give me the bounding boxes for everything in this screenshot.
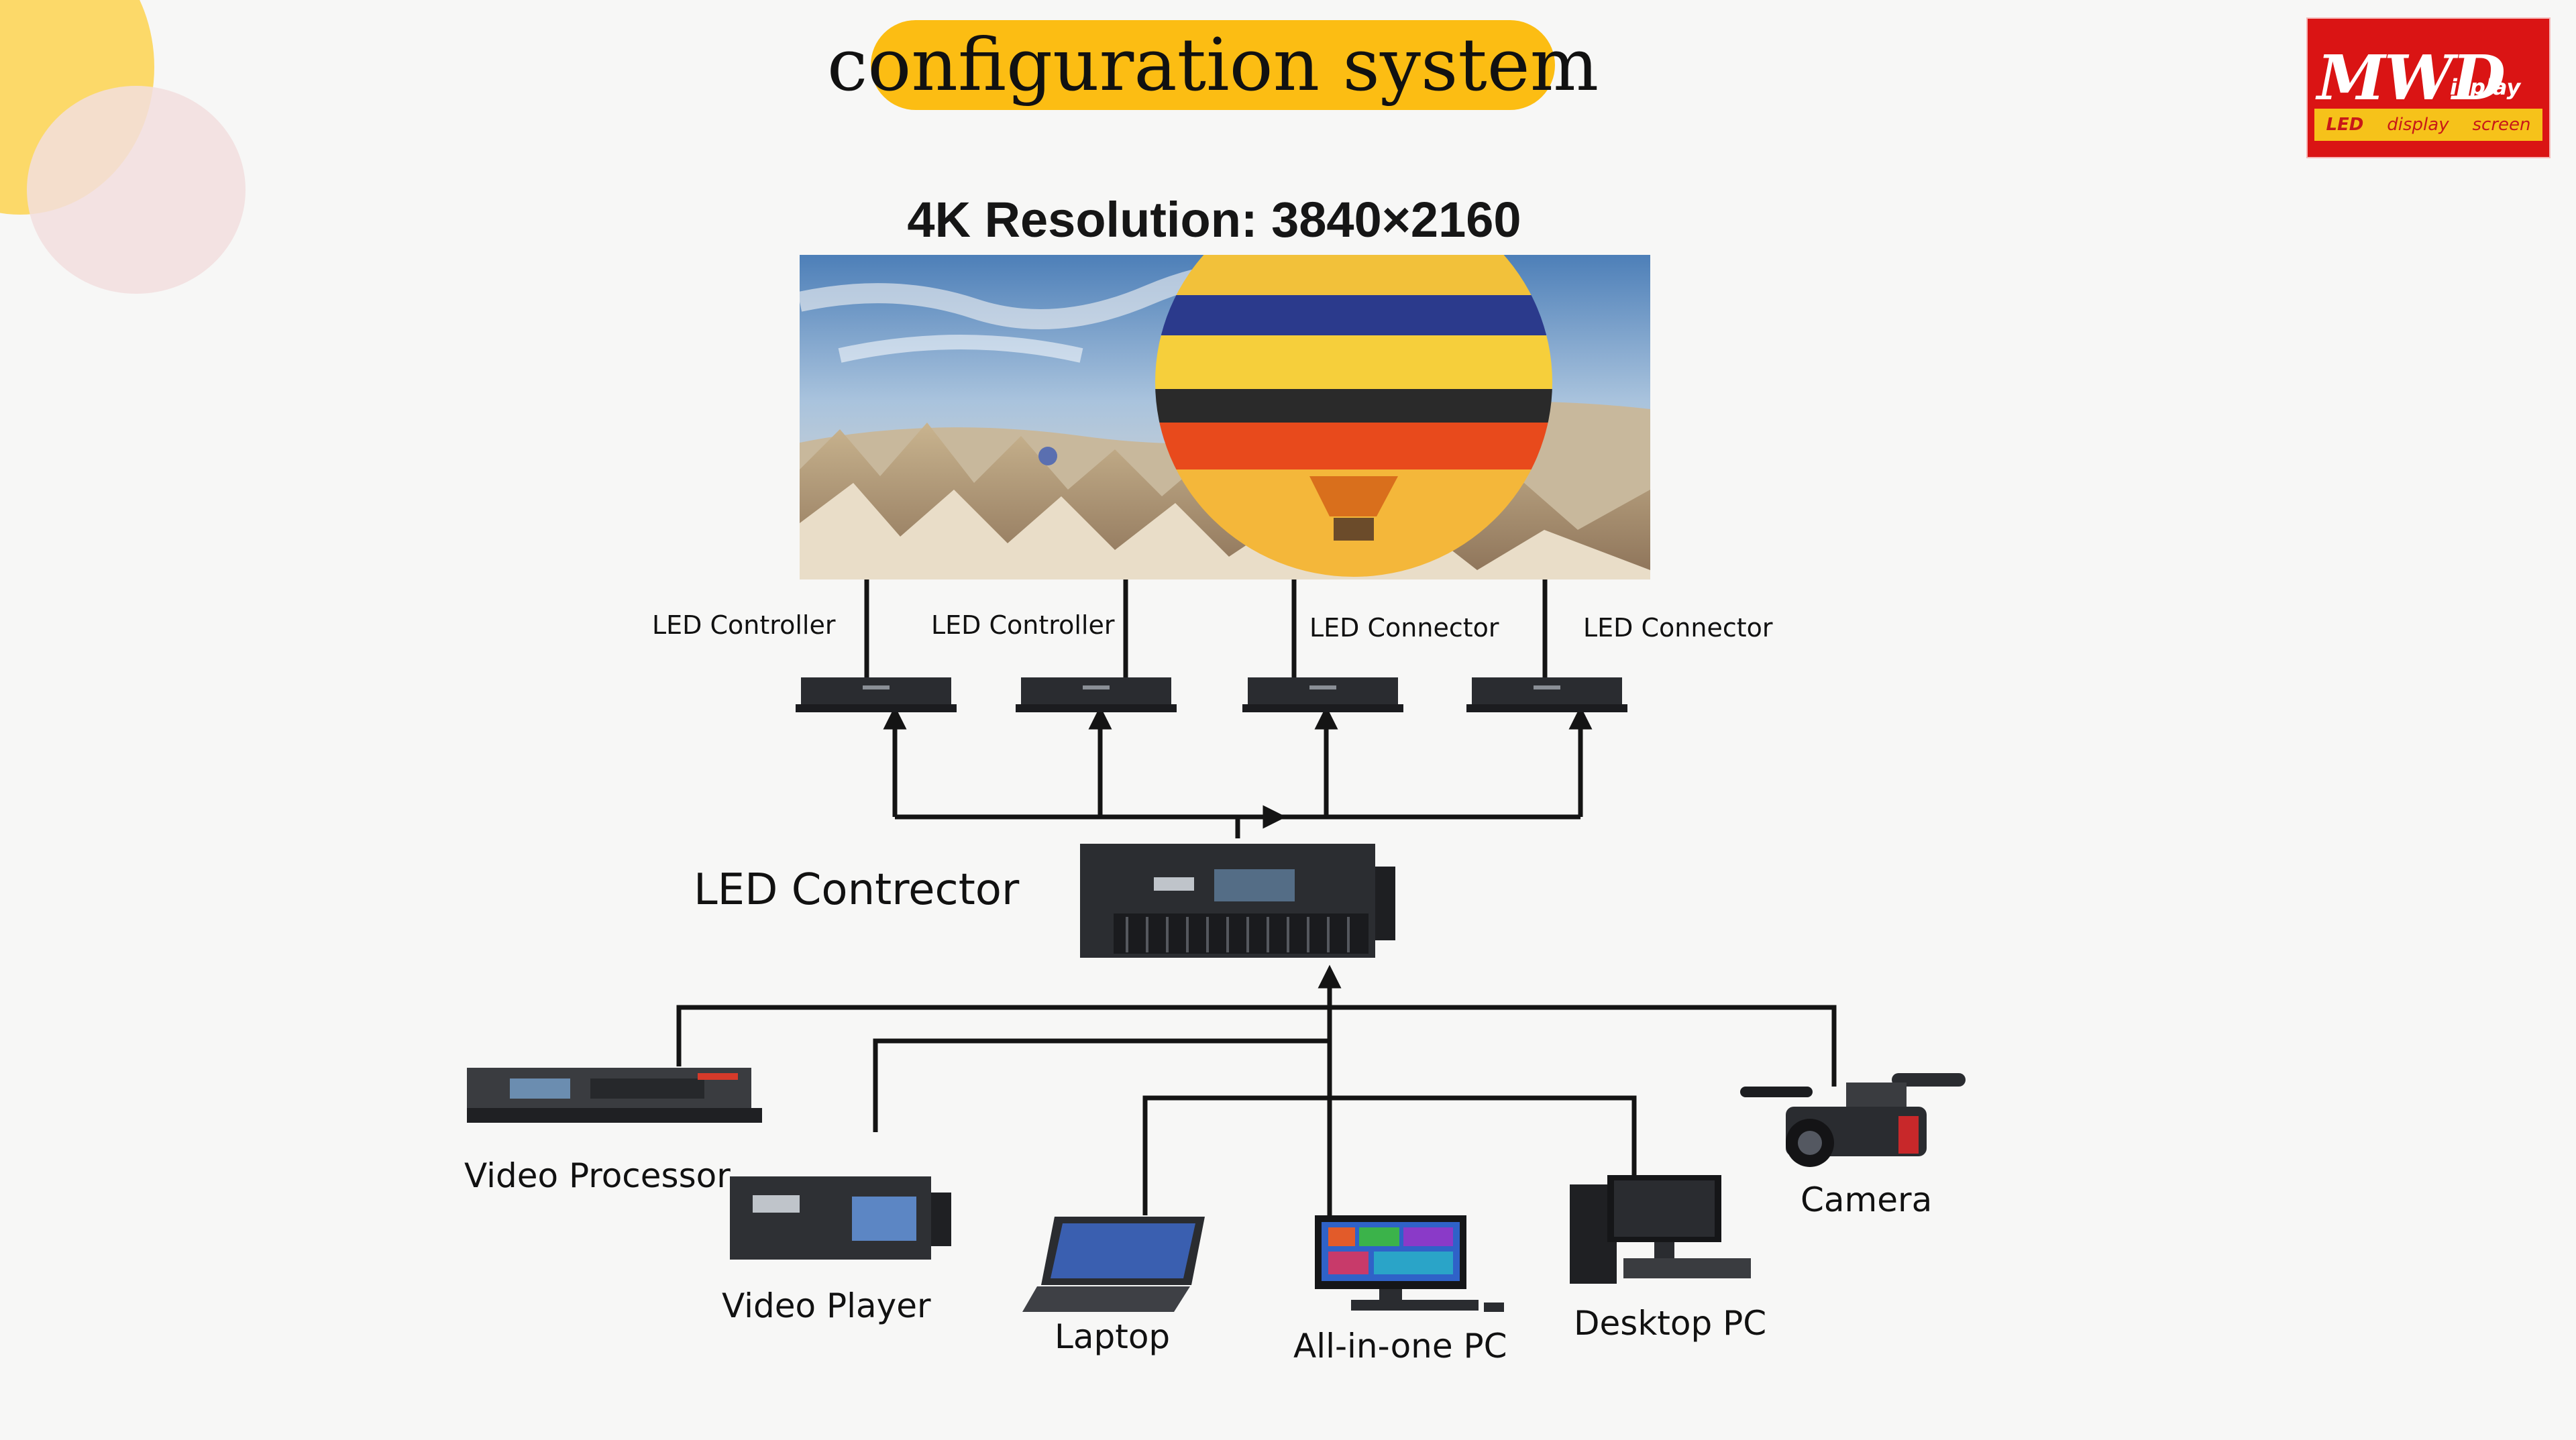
logo-tag-2: display — [2387, 115, 2449, 135]
all-in-one-pc-icon — [1315, 1215, 1504, 1312]
logo-tagline: LED display screen — [2314, 109, 2542, 141]
resolution-title: 4K Resolution: 3840×2160 — [907, 192, 1521, 247]
desktop-pc-icon — [1570, 1175, 1751, 1284]
video-processor-label: Video Processor — [464, 1156, 731, 1195]
logo-tag-1: LED — [2326, 115, 2364, 135]
led-contrector-device — [1080, 844, 1395, 958]
led-connector-device-2 — [1466, 677, 1627, 712]
led-screen-image — [800, 255, 1650, 579]
camera-label: Camera — [1801, 1180, 1933, 1219]
page-title: configuration system — [827, 20, 1599, 110]
desktop-pc-label: Desktop PC — [1574, 1304, 1767, 1343]
laptop-icon — [1022, 1217, 1205, 1312]
top-device-label-3: LED Connector — [1309, 613, 1499, 643]
top-device-label-1: LED Controller — [652, 610, 836, 640]
decor-circle-pink — [27, 86, 246, 294]
led-controller-device-1 — [796, 677, 957, 712]
logo-brand-suffix: isplay — [2450, 74, 2521, 100]
top-device-label-2: LED Controller — [931, 610, 1115, 640]
top-device-label-4: LED Connector — [1583, 613, 1773, 643]
laptop-label: Laptop — [1055, 1317, 1171, 1356]
all-in-one-pc-label: All-in-one PC — [1293, 1327, 1507, 1366]
video-processor-icon — [467, 1068, 762, 1123]
logo-brand: MWD — [2317, 42, 2506, 114]
video-player-icon — [730, 1176, 951, 1260]
brand-logo: MWD isplay LED display screen — [2306, 17, 2551, 158]
video-player-label: Video Player — [722, 1286, 931, 1325]
led-controller-device-2 — [1016, 677, 1177, 712]
logo-tag-3: screen — [2472, 115, 2531, 135]
central-device-label: LED Contrector — [694, 865, 1020, 915]
led-connector-device-1 — [1242, 677, 1403, 712]
camera-icon — [1740, 1073, 1966, 1167]
